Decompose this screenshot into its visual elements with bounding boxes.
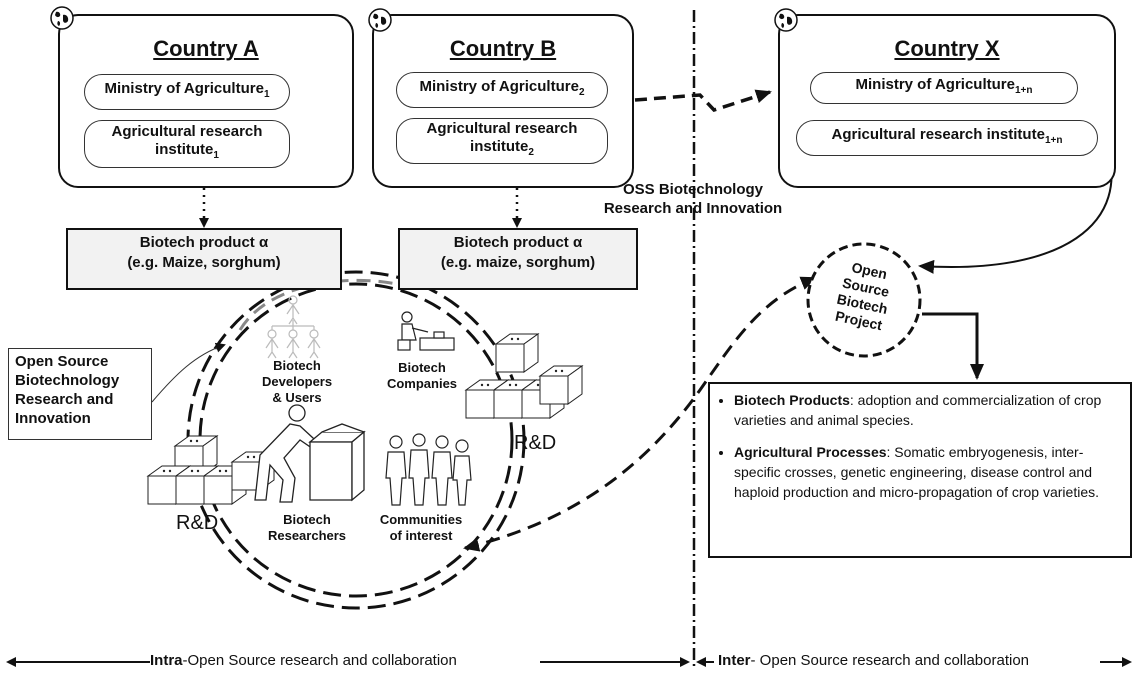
country-b-title: Country B	[449, 36, 557, 61]
country-x-title: Country X	[894, 36, 1000, 61]
country-b-ministry-sub: 2	[578, 87, 585, 98]
people-group-icon	[385, 433, 472, 506]
info-item1-title: Biotech Products	[734, 392, 850, 408]
callout-line1: Open Source	[15, 353, 109, 370]
inter-bold: Inter	[718, 652, 751, 669]
country-b-institute-line2: institute	[470, 138, 529, 155]
person-at-desk-icon	[397, 311, 455, 351]
country-b-box: Country B Ministry of Agriculture2 Agric…	[372, 14, 634, 188]
open-source-callout: Open Source Biotechnology Research and I…	[8, 348, 152, 440]
globe-icon	[368, 8, 392, 32]
country-a-title: Country A	[153, 36, 259, 61]
country-b-ministry-label: Ministry of Agriculture	[419, 78, 579, 95]
product-a-line2: (e.g. Maize, sorghum)	[127, 254, 281, 271]
inter-rest: - Open Source research and collaboration	[750, 652, 1030, 669]
country-x-ministry: Ministry of Agriculture1+n	[810, 72, 1078, 104]
country-x-ministry-label: Ministry of Agriculture	[855, 76, 1015, 93]
callout-line2: Biotechnology	[15, 372, 120, 389]
developers-line3: & Users	[272, 390, 322, 405]
country-b-to-country-x-arrow	[634, 89, 772, 113]
country-b-institute-sub: 2	[528, 147, 534, 158]
globe-icon	[774, 8, 798, 32]
developers-users-label: Biotech Developers & Users	[262, 358, 332, 406]
outcomes-info-box: Biotech Products: adoption and commercia…	[708, 382, 1132, 558]
communities-label: Communities of interest	[374, 512, 468, 544]
open-source-project-circle	[806, 242, 922, 358]
country-a-institute-sub: 1	[213, 150, 219, 161]
callout-line3: Research and	[15, 391, 114, 408]
collaboration-ring-inner	[198, 282, 514, 598]
country-a-ministry: Ministry of Agriculture1	[84, 74, 290, 110]
country-a-ministry-sub: 1	[263, 89, 270, 100]
inter-collaboration-label: Inter- Open Source research and collabor…	[718, 652, 1029, 669]
intra-bold: Intra	[150, 652, 183, 669]
researchers-line1: Biotech	[283, 512, 331, 527]
researchers-line2: Researchers	[267, 528, 347, 543]
oss-research-label: OSS Biotechnology Research and Innovatio…	[588, 180, 798, 218]
country-x-ministry-sub: 1+n	[1014, 85, 1033, 96]
country-x-box: Country X Ministry of Agriculture1+n Agr…	[778, 14, 1116, 188]
globe-icon	[50, 6, 74, 30]
project-to-info-arrow	[922, 312, 984, 380]
stacked-boxes-icon-right	[465, 333, 583, 419]
biotech-researchers-label: Biotech Researchers	[262, 512, 352, 544]
country-a-institute-line2: institute	[155, 141, 214, 158]
product-b-line1: Biotech product α	[453, 234, 583, 251]
oss-research-label-line2: Research and Innovation	[603, 200, 783, 217]
callout-line4: Innovation	[15, 410, 91, 427]
country-x-institute: Agricultural research institute1+n	[796, 120, 1098, 156]
info-item-agricultural-processes: Agricultural Processes: Somatic embryoge…	[734, 442, 1122, 502]
info-item2-title: Agricultural Processes	[734, 444, 887, 460]
intra-rest: -Open Source research and collaboration	[182, 652, 457, 669]
country-a-ministry-label: Ministry of Agriculture	[104, 80, 264, 97]
country-a-box: Country A Ministry of Agriculture1 Agric…	[58, 14, 354, 188]
country-x-institute-sub: 1+n	[1044, 135, 1063, 146]
country-b-ministry: Ministry of Agriculture2	[396, 72, 608, 108]
country-a-institute-line1: Agricultural research	[111, 123, 263, 140]
info-item2-text: : Somatic embryogenesis, inter-specific …	[734, 444, 1099, 500]
info-item-biotech-products: Biotech Products: adoption and commercia…	[734, 390, 1122, 430]
callout-pointer-arrow	[151, 342, 226, 403]
product-a-line1: Biotech product α	[139, 234, 269, 251]
info-item1-text: : adoption and commercialization of crop…	[734, 392, 1102, 428]
developers-line1: Biotech	[273, 358, 321, 373]
communities-project-link-arrow	[463, 276, 817, 552]
developers-line2: Developers	[262, 374, 333, 389]
rd-label-right: R&D	[514, 432, 557, 454]
person-lifting-box-icon	[254, 404, 366, 503]
communities-line1: Communities	[379, 512, 463, 527]
country-b-institute-line1: Agricultural research	[426, 120, 578, 137]
intra-collaboration-label: Intra-Open Source research and collabora…	[150, 652, 457, 669]
rd-label-left: R&D	[176, 512, 219, 534]
oss-research-label-line1: OSS Biotechnology	[622, 181, 763, 198]
org-chart-people-icon	[265, 295, 321, 359]
companies-line2: Companies	[386, 376, 458, 391]
product-box-a: Biotech product α (e.g. Maize, sorghum)	[66, 228, 342, 290]
country-x-institute-label: Agricultural research institute	[831, 126, 1045, 143]
product-b-line2: (e.g. maize, sorghum)	[440, 254, 596, 271]
biotech-companies-label: Biotech Companies	[384, 360, 460, 392]
companies-line1: Biotech	[398, 360, 446, 375]
product-box-b: Biotech product α (e.g. maize, sorghum)	[398, 228, 638, 290]
communities-line2: of interest	[389, 528, 453, 543]
